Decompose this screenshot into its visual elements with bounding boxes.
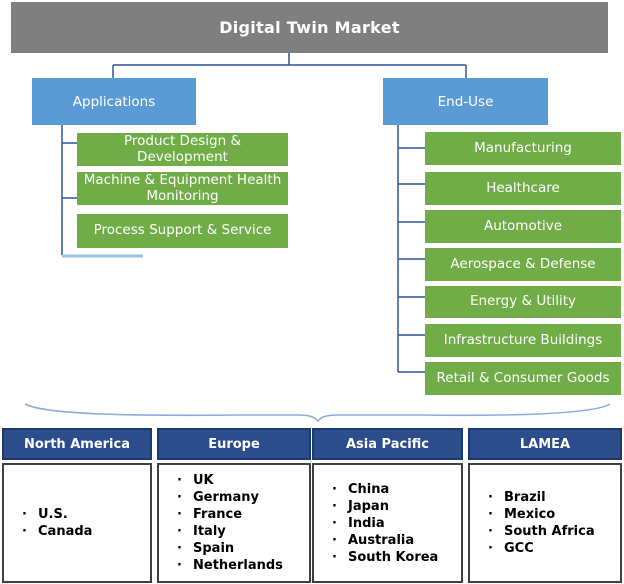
region-header-lamea: LAMEA: [468, 428, 622, 460]
region-header-europe: Europe: [157, 428, 311, 460]
segment-infrastructure-buildings: Infrastructure Buildings: [425, 324, 621, 357]
region-list-lamea: Brazil Mexico South Africa GCC: [468, 463, 622, 583]
region-list-asia-pacific: China Japan India Australia South Korea: [312, 463, 463, 583]
country-item: South Africa: [488, 523, 595, 540]
country-item: Japan: [332, 498, 438, 515]
region-header-asia-pacific: Asia Pacific: [312, 428, 463, 460]
region-list-north-america: U.S. Canada: [2, 463, 152, 583]
country-item: GCC: [488, 540, 595, 557]
country-item: Germany: [177, 489, 283, 506]
country-item: South Korea: [332, 549, 438, 566]
segment-machine-equipment-health-monitoring: Machine & Equipment Health Monitoring: [77, 172, 288, 205]
country-item: Italy: [177, 523, 283, 540]
country-item: Brazil: [488, 489, 595, 506]
country-item: Spain: [177, 540, 283, 557]
segment-aerospace-defense: Aerospace & Defense: [425, 248, 621, 281]
segment-energy-utility: Energy & Utility: [425, 286, 621, 318]
country-item: UK: [177, 472, 283, 489]
segment-automotive: Automotive: [425, 210, 621, 243]
branch-applications: Applications: [32, 78, 196, 125]
brace-curve: [24, 403, 611, 423]
segment-product-design-development: Product Design & Development: [77, 133, 288, 166]
diagram-title: Digital Twin Market: [11, 2, 608, 53]
region-header-north-america: North America: [2, 428, 152, 460]
country-item: India: [332, 515, 438, 532]
country-item: Netherlands: [177, 557, 283, 574]
country-item: Canada: [22, 523, 92, 540]
segment-process-support-service: Process Support & Service: [77, 214, 288, 248]
region-list-europe: UK Germany France Italy Spain Netherland…: [157, 463, 311, 583]
segment-manufacturing: Manufacturing: [425, 132, 621, 165]
country-item: France: [177, 506, 283, 523]
country-item: Australia: [332, 532, 438, 549]
segment-retail-consumer-goods: Retail & Consumer Goods: [425, 362, 621, 395]
segment-healthcare: Healthcare: [425, 172, 621, 205]
country-item: Mexico: [488, 506, 595, 523]
branch-end-use: End-Use: [383, 78, 548, 125]
country-item: China: [332, 481, 438, 498]
country-item: U.S.: [22, 506, 92, 523]
